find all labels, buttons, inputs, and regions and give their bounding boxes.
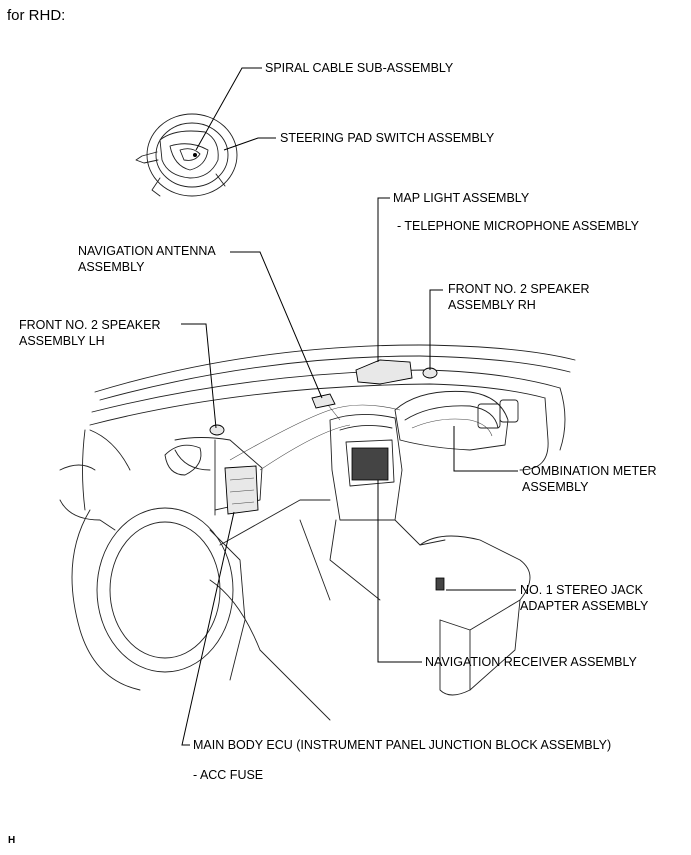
label-telephone-microphone: - TELEPHONE MICROPHONE ASSEMBLY [397,219,639,233]
main-body-ecu-part [224,465,259,515]
map-light-part [355,359,413,385]
label-spiral-cable: SPIRAL CABLE SUB-ASSEMBLY [265,61,454,75]
figure-code: H [8,835,16,846]
label-speaker-rh-line2: ASSEMBLY RH [448,298,536,312]
label-speaker-lh-line1: FRONT NO. 2 SPEAKER [19,318,161,332]
label-combination-meter-line1: COMBINATION METER [522,464,657,478]
nav-antenna-part [311,393,336,409]
label-combination-meter-line2: ASSEMBLY [522,480,589,494]
label-navigation-receiver: NAVIGATION RECEIVER ASSEMBLY [425,655,637,669]
steering-wheel-drawing [135,113,238,197]
vehicle-interior-drawing [59,344,576,721]
label-stereo-jack-line1: NO. 1 STEREO JACK [520,583,643,597]
label-navigation-antenna-line2: ASSEMBLY [78,260,145,274]
label-speaker-rh-line1: FRONT NO. 2 SPEAKER [448,282,590,296]
label-main-body-ecu: MAIN BODY ECU (INSTRUMENT PANEL JUNCTION… [193,738,612,752]
label-steering-pad-switch: STEERING PAD SWITCH ASSEMBLY [280,131,495,145]
leader-lines [181,67,518,746]
label-map-light: MAP LIGHT ASSEMBLY [393,191,530,205]
label-navigation-antenna-line1: NAVIGATION ANTENNA [78,244,216,258]
label-speaker-lh-line2: ASSEMBLY LH [19,334,105,348]
label-stereo-jack-line2: ADAPTER ASSEMBLY [520,599,649,613]
label-acc-fuse: - ACC FUSE [193,768,264,782]
page-header: for RHD: [7,7,66,24]
speaker-lh-part [209,424,225,436]
